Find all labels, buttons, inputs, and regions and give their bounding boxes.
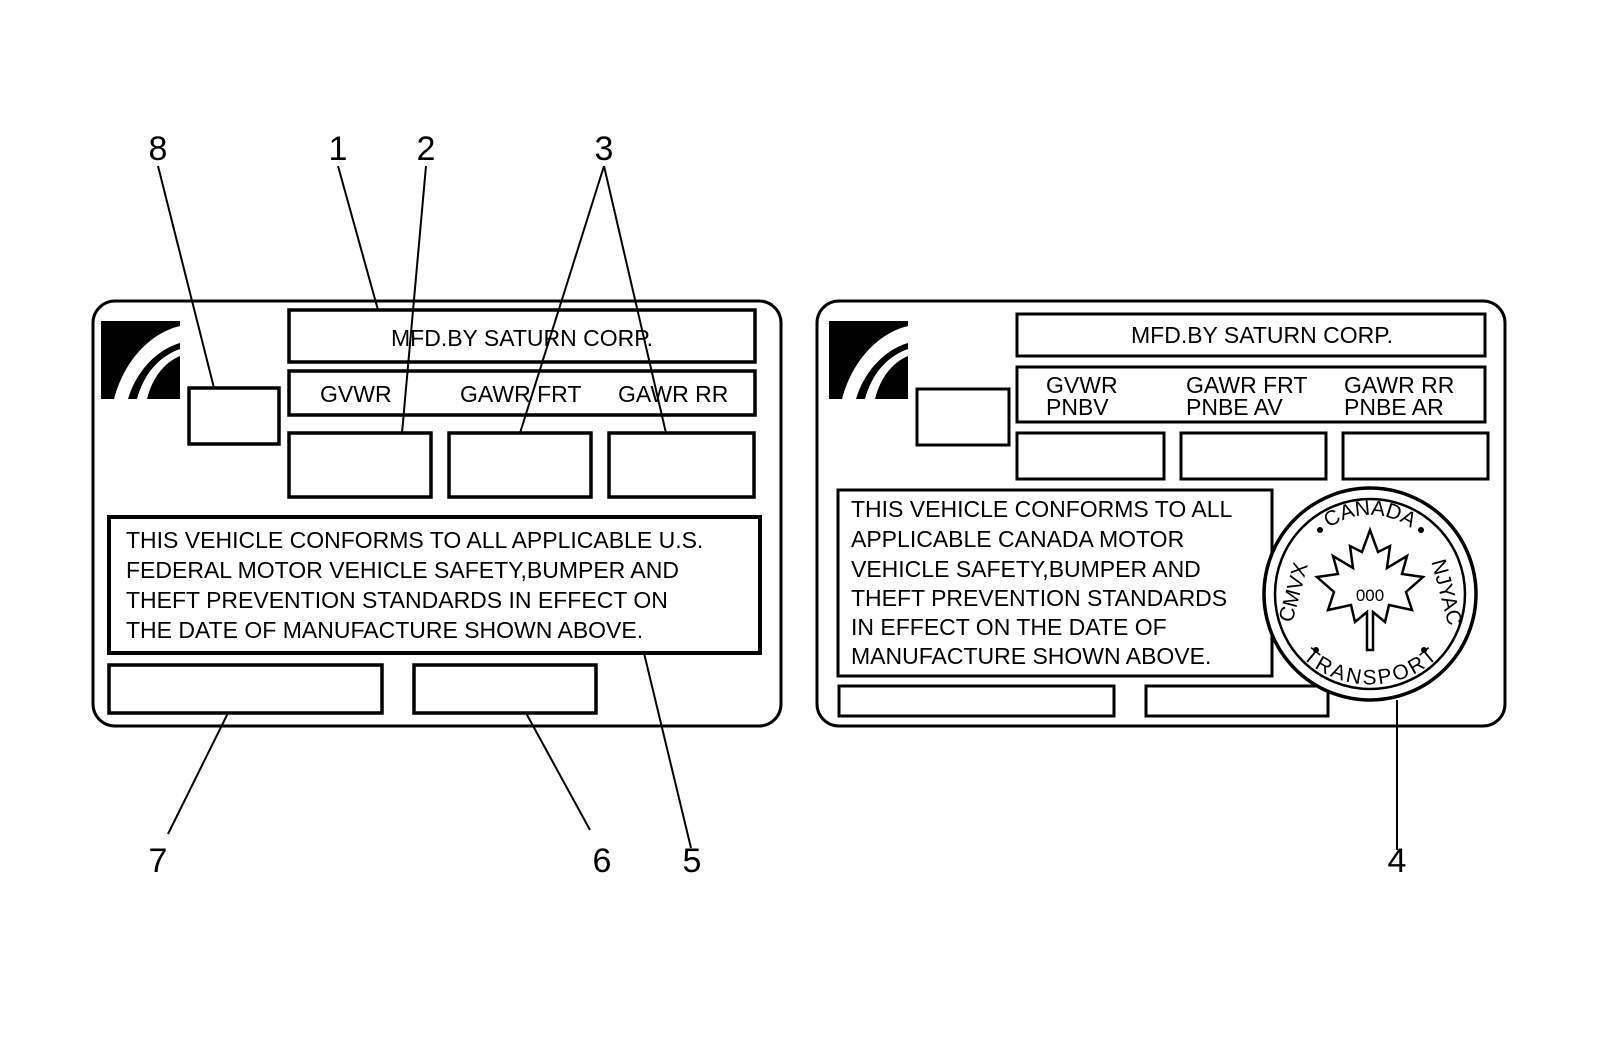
us-certification-label: MFD.BY SATURN CORP. GVWR GAWR FRT GAWR R… — [91, 299, 783, 728]
callout-8: 8 — [149, 130, 168, 168]
us-conformity-line-3: THEFT PREVENTION STANDARDS IN EFFECT ON — [126, 587, 668, 613]
us-manufacturer-text: MFD.BY SATURN CORP. — [391, 325, 653, 351]
canada-gawr-rr-value-box — [1341, 431, 1490, 481]
us-ratings-header — [287, 369, 757, 417]
canada-header-gawr-rr: GAWR RR — [1344, 372, 1454, 398]
us-gvwr-value-box — [287, 431, 433, 499]
canada-gvwr-value-box — [1015, 431, 1166, 481]
callout-4: 4 — [1388, 842, 1407, 880]
saturn-logo-icon — [101, 321, 180, 399]
callout-leader-lines — [157, 165, 1398, 850]
canada-gawr-frt-value-box — [1179, 431, 1328, 481]
us-conformity-line-2: FEDERAL MOTOR VEHICLE SAFETY,BUMPER AND — [126, 557, 679, 583]
canada-type-box — [1144, 684, 1330, 718]
callout-numbers: 8 1 2 3 7 6 5 4 — [149, 130, 1407, 880]
canada-certification-label: MFD.BY SATURN CORP. GVWR PNBV GAWR FRT P… — [815, 299, 1507, 728]
canada-vin-box — [837, 684, 1116, 718]
us-gawr-frt-value-box — [447, 431, 593, 499]
callout-3: 3 — [595, 130, 614, 168]
canada-conformity-line-5: IN EFFECT ON THE DATE OF — [851, 614, 1167, 640]
canada-conformity-line-1: THIS VEHICLE CONFORMS TO ALL — [851, 496, 1233, 522]
canada-conformity-box — [836, 488, 1274, 678]
maple-leaf-icon — [1314, 526, 1426, 652]
us-vin-box — [107, 663, 384, 715]
canada-date-box — [915, 387, 1011, 447]
callout-1: 1 — [329, 130, 348, 168]
canada-header-gvwr: GVWR — [1046, 372, 1118, 398]
us-gawr-rr-value-box — [607, 431, 756, 499]
us-conformity-box — [107, 515, 762, 655]
callout-5: 5 — [683, 842, 702, 880]
us-conformity-line-4: THE DATE OF MANUFACTURE SHOWN ABOVE. — [126, 617, 643, 643]
canada-header-gawr-rr-fr: PNBE AR — [1344, 394, 1444, 420]
canada-manufacturer-box — [1015, 312, 1487, 358]
callout-6: 6 — [593, 842, 612, 880]
us-date-box — [187, 386, 281, 446]
canada-conformity-line-2: APPLICABLE CANADA MOTOR — [851, 526, 1184, 552]
us-conformity-line-1: THIS VEHICLE CONFORMS TO ALL APPLICABLE … — [126, 527, 703, 553]
canada-conformity-line-4: THEFT PREVENTION STANDARDS — [851, 585, 1227, 611]
saturn-logo-icon — [829, 321, 908, 399]
seal-center-text: 000 — [1356, 586, 1384, 605]
callout-7: 7 — [149, 842, 168, 880]
canada-ratings-header — [1015, 365, 1487, 424]
us-manufacturer-box — [287, 308, 757, 364]
us-header-gvwr: GVWR — [320, 381, 392, 407]
transport-canada-seal: CANADA TRANSPORT CMVX NJYAC 000 — [1262, 486, 1478, 702]
canada-conformity-line-6: MANUFACTURE SHOWN ABOVE. — [851, 643, 1211, 669]
callout-2: 2 — [417, 130, 436, 168]
canada-header-gawr-frt-fr: PNBE AV — [1186, 394, 1283, 420]
canada-manufacturer-text: MFD.BY SATURN CORP. — [1131, 322, 1393, 348]
canada-header-gvwr-fr: PNBV — [1046, 394, 1109, 420]
us-type-box — [412, 663, 598, 715]
us-label-outline — [91, 299, 783, 728]
us-header-gawr-frt: GAWR FRT — [460, 381, 581, 407]
us-header-gawr-rr: GAWR RR — [618, 381, 728, 407]
canada-conformity-line-3: VEHICLE SAFETY,BUMPER AND — [851, 556, 1201, 582]
canada-header-gawr-frt: GAWR FRT — [1186, 372, 1307, 398]
